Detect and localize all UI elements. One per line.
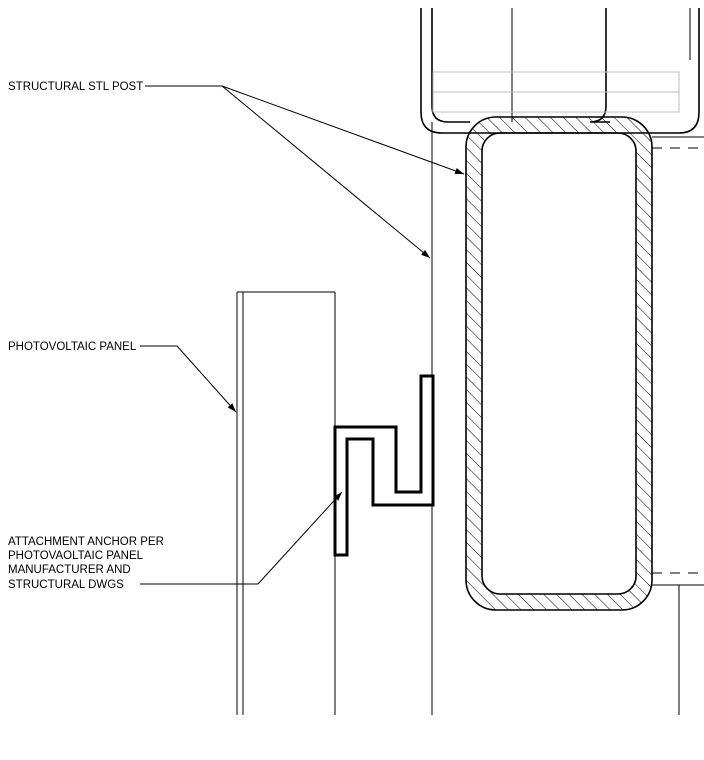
leader-pv-panel [140,345,237,413]
label-anchor-line-2: PHOTOVAOLTAIC PANEL [8,550,144,562]
leader-anchor [140,491,343,585]
label-anchor-line-4: STRUCTURAL DWGS [8,579,124,591]
label-anchor-line-1: ATTACHMENT ANCHOR PER [8,536,164,548]
leader-structural-post [145,85,465,259]
label-anchor-line-3: MANUFACTURER AND [8,564,131,576]
upper-frame [420,8,700,134]
label-pv-panel: PHOTOVOLTAIC PANEL [8,341,137,353]
adjacent-dashed-lines [652,136,704,715]
label-structural-post: STRUCTURAL STL POST [8,81,143,93]
photovoltaic-panel [236,291,336,715]
structural-steel-post [465,116,653,611]
attachment-anchor [333,374,435,557]
